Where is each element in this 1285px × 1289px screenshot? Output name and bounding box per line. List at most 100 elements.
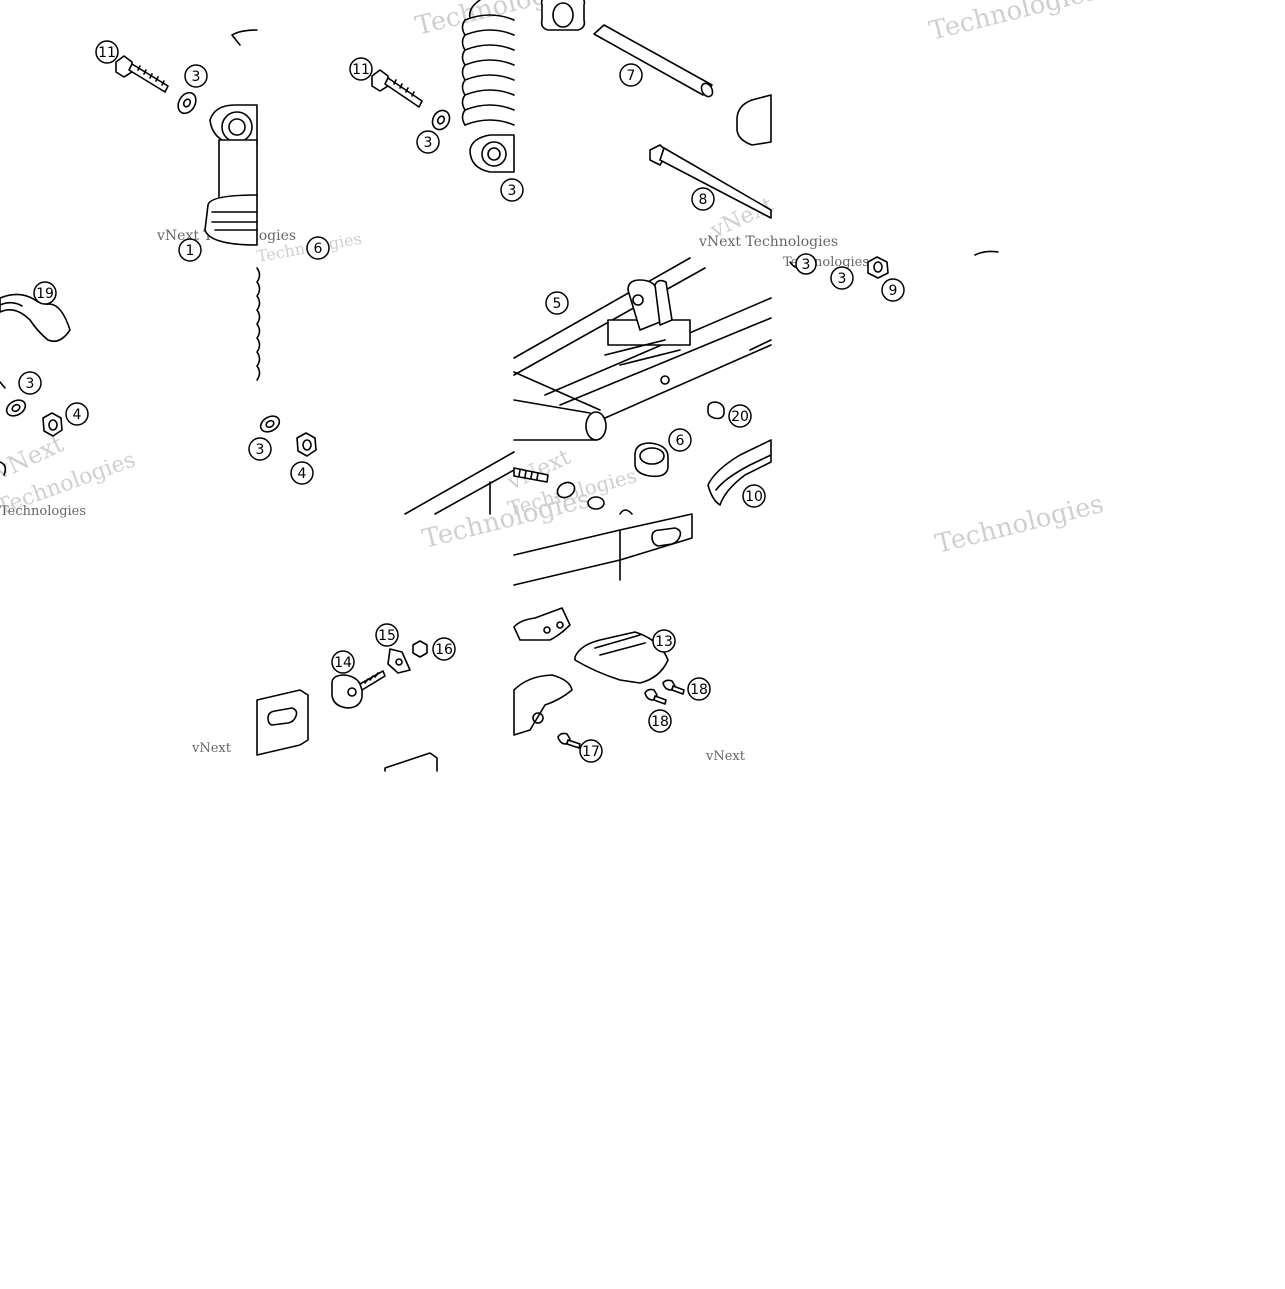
callout-3: 3 [795,253,817,275]
callout-9: 9 [881,278,905,302]
adjuster-plate-part [387,648,411,674]
shock-absorber-part [204,104,258,246]
watermark-vnext: vNext [705,749,746,764]
spacer-part [707,401,725,420]
callout-13: 13 [652,629,676,653]
frame-part [404,451,515,515]
swingarm-part [513,513,693,586]
bolt-part [115,55,169,93]
tile-swingarm [513,257,772,515]
callout-3: 3 [830,266,854,290]
callout-6: 6 [668,428,692,452]
watermark-technologies: Technologies [932,489,1106,560]
screw-part [662,679,685,695]
tile-lower-mount [256,267,515,515]
axle-bolt-part [649,144,772,219]
svg-text:3: 3 [26,376,35,392]
svg-text:9: 9 [889,283,898,299]
nut-part [296,432,317,457]
svg-text:3: 3 [424,135,433,151]
callout-3: 3 [248,437,272,461]
callout-20: 20 [728,404,752,428]
bolt-part [371,69,423,108]
svg-text:3: 3 [802,257,811,273]
screw-part [644,688,667,705]
svg-text:15: 15 [378,628,396,644]
svg-text:4: 4 [298,466,307,482]
svg-text:3: 3 [256,442,265,458]
bushing-part [540,0,586,31]
svg-text:19: 19 [36,286,54,302]
watermark-vnext: vNext [191,741,232,756]
washer-part [587,496,605,510]
washer-part [259,415,281,433]
washer-part [431,109,451,131]
svg-text:11: 11 [352,62,370,78]
callouts: 1 3 3 3 3 3 3 3 4 4 5 6 6 7 8 9 10 11 11… [18,40,905,763]
svg-text:3: 3 [838,271,847,287]
hook-wrench-part [0,293,71,343]
shock-lower-eye-part [469,134,515,173]
chain-guide-part [513,674,573,736]
svg-text:3: 3 [508,183,517,199]
washer-part [556,481,576,499]
svg-text:18: 18 [651,714,669,730]
svg-text:4: 4 [73,407,82,423]
callout-1: 1 [178,238,202,262]
callout-18: 18 [648,709,672,733]
swingarm-part [513,257,772,441]
spacer-tube-part [593,24,714,98]
tile-fragments-top-right [974,250,999,256]
washer-part [5,399,27,417]
callout-16: 16 [432,637,456,661]
callout-8: 8 [691,187,715,211]
svg-text:11: 11 [98,45,116,61]
chain-slider-part [707,439,772,506]
watermark-vnext-technologies: vNext Technologies [698,234,838,250]
spring-hook-part [231,29,258,46]
callout-18: 18 [687,677,711,701]
callout-3: 3 [184,64,208,88]
svg-text:1: 1 [186,243,195,259]
svg-text:5: 5 [553,296,562,312]
svg-text:14: 14 [334,655,352,671]
swingarm-end-part [256,689,309,756]
svg-text:17: 17 [582,744,600,760]
svg-text:16: 16 [435,642,453,658]
tile-pivot-parts [540,0,772,219]
screw-part [557,732,581,749]
svg-text:8: 8 [699,192,708,208]
bolt-part [513,467,549,483]
bushing-part [634,442,669,478]
svg-text:20: 20 [731,409,749,425]
tile-chain-adjuster [256,640,438,772]
watermark-technologies: Technologies [0,504,86,519]
callout-6: 6 [306,236,330,260]
svg-text:6: 6 [314,241,323,257]
tile-shock-top-left [115,29,258,246]
svg-text:7: 7 [627,68,636,84]
callout-4: 4 [65,402,89,426]
callout-15: 15 [375,623,399,647]
chain-guard-part [574,631,669,684]
coil-spring-part [256,267,261,381]
nut-part [42,412,63,437]
svg-text:10: 10 [745,489,763,505]
tile-shock-spring [371,0,515,173]
chain-guide-bracket-part [513,607,571,641]
nut-part [412,640,428,658]
watermarks: Technologies Technologies Technologies T… [0,0,1107,764]
callout-4: 4 [290,461,314,485]
svg-text:6: 6 [676,433,685,449]
adjuster-block-part [331,670,386,709]
callout-19: 19 [33,281,57,305]
washer-part [177,91,197,115]
tile-chain-guide [513,513,693,749]
swingarm-pivot-tube-part [736,94,772,146]
callout-3: 3 [500,178,524,202]
coil-spring-part [461,0,515,126]
callout-3: 3 [18,371,42,395]
callout-17: 17 [579,739,603,763]
